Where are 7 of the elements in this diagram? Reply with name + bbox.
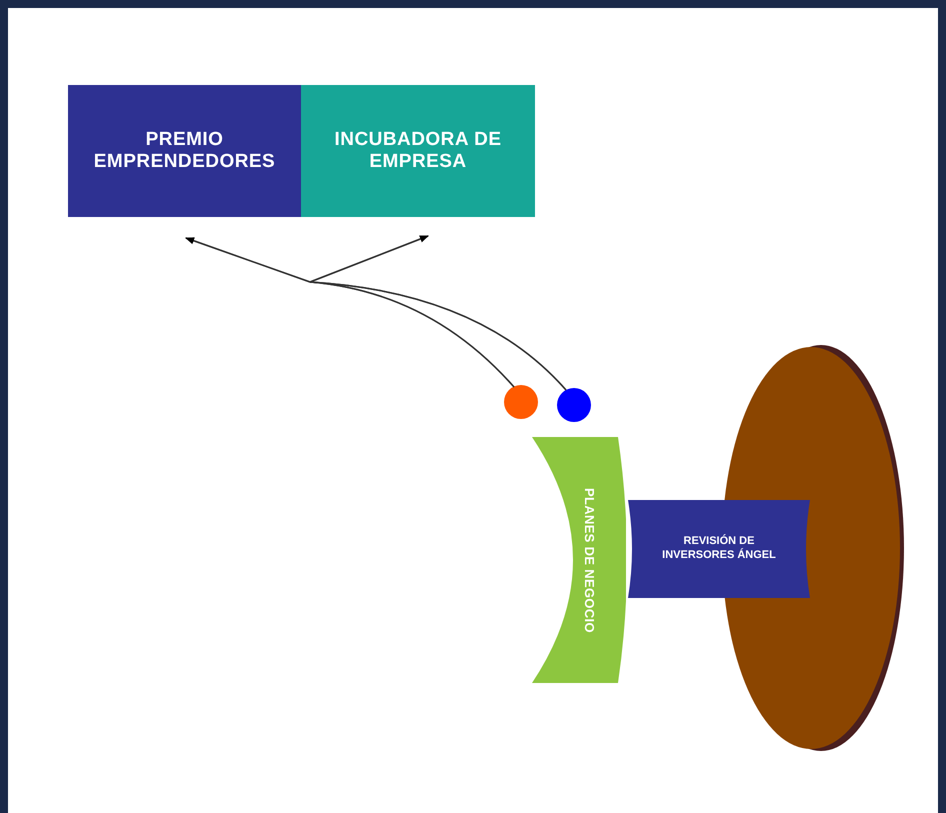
node-label: REVISIÓN DE INVERSORES ÁNGEL (661, 535, 777, 563)
node-label: PREMIO EMPRENDEDORES (92, 129, 276, 173)
node-label: INCUBADORA DE EMPRESA (334, 129, 502, 173)
connector-arrow (309, 235, 567, 391)
label-box (301, 85, 535, 217)
node-label: PLANES DE NEGOCIO (580, 488, 598, 632)
label-box (68, 85, 301, 217)
